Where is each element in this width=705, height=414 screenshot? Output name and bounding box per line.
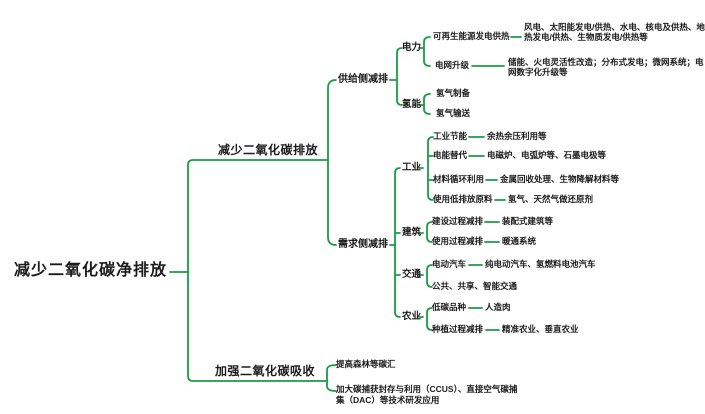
node-forest-carbon-sink: 提高森林等碳汇 (336, 359, 396, 369)
leaf-planting-process: 精准农业、垂直农业 (502, 324, 579, 334)
node-supply-side: 供给侧减排 (338, 74, 388, 85)
leaf-material-recycling: 金属回收处理、生物降解材料等 (500, 174, 620, 184)
node-root: 减少二氧化碳净排放 (14, 262, 168, 279)
leaf-electric-vehicles: 纯电动汽车、氢燃料电池汽车 (485, 259, 596, 269)
node-electrification: 电能替代 (433, 150, 468, 160)
node-material-recycling: 材料循环利用 (433, 174, 485, 184)
node-low-emission-feedstock: 使用低排放原料 (433, 194, 493, 204)
leaf-grid-detail: 储能、火电灵活性改造；分布式发电；微网系统；电网数字化升级等 (508, 57, 704, 77)
node-hydrogen: 氢能 (402, 99, 422, 110)
node-grid-upgrade: 电网升级 (435, 60, 470, 70)
node-transport: 交通 (402, 269, 422, 280)
node-strengthen-absorption: 加强二氧化碳吸收 (215, 364, 316, 378)
node-construction-process: 建设过程减排 (432, 216, 484, 226)
node-hydrogen-production: 氢气制备 (436, 88, 471, 98)
leaf-construction-process: 装配式建筑等 (502, 216, 554, 226)
node-agriculture: 农业 (402, 311, 422, 322)
node-planting-process: 种植过程减排 (432, 324, 484, 334)
node-low-carbon-variety: 低碳品种 (432, 302, 467, 312)
node-usage-process: 使用过程减排 (432, 236, 484, 246)
node-demand-side: 需求侧减排 (338, 239, 388, 250)
node-industry-energy-saving: 工业节能 (433, 131, 468, 141)
leaf-industry-energy-saving: 余热余压利用等 (487, 131, 547, 141)
leaf-renewable-detail: 风电、太阳能发电/供热、水电、核电及供热、地热发电/供热、生物质发电/供热等 (524, 22, 705, 42)
node-industry: 工业 (402, 162, 422, 173)
node-ccus-dac: 加大碳捕获封存与利用（CCUS）、直接空气碳捕集（DAC）等技术研发应用 (336, 384, 518, 405)
node-reduce-emissions: 减少二氧化碳排放 (218, 143, 319, 157)
node-hydrogen-transport: 氢气输送 (436, 108, 471, 118)
node-public-shared-smart-transport: 公共、共享、智能交通 (432, 281, 518, 291)
node-electric-vehicles: 电动汽车 (432, 259, 467, 269)
leaf-low-carbon-variety: 人造肉 (485, 302, 511, 312)
node-building: 建筑 (402, 227, 422, 238)
leaf-low-emission-feedstock: 氢气、天然气做还原剂 (508, 194, 594, 204)
leaf-usage-process: 暖通系统 (502, 236, 537, 246)
leaf-electrification: 电磁炉、电弧炉等、石墨电极等 (487, 150, 607, 160)
node-power: 电力 (402, 42, 422, 53)
node-renewable-energy: 可再生能源发电供热 (433, 31, 510, 41)
